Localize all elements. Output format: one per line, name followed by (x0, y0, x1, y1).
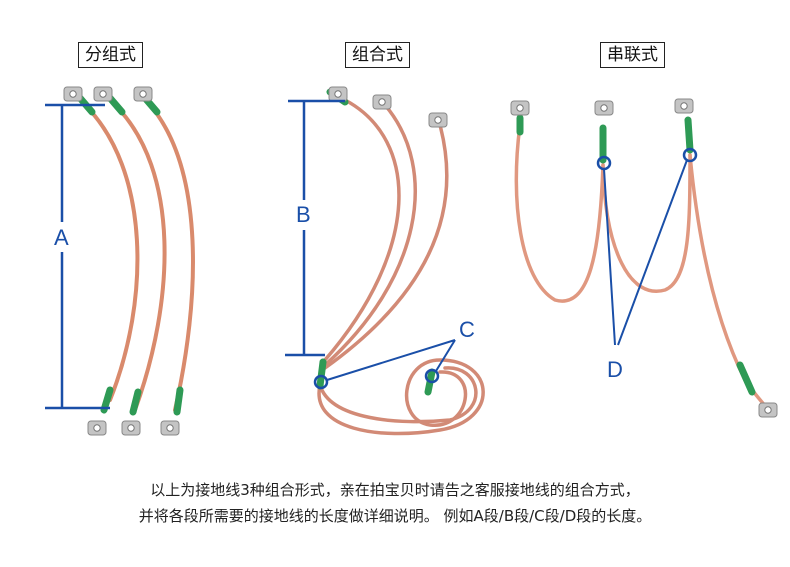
label-b: B (296, 202, 311, 227)
title-series: 串联式 (600, 42, 665, 68)
series-cables (514, 123, 770, 412)
caption-line-2: 并将各段所需要的接地线的长度做详细说明。 例如A段/B段/C段/D段的长度。 (138, 507, 652, 525)
combined-cables (317, 98, 485, 436)
separate-cables (83, 103, 195, 412)
title-combined: 组合式 (345, 42, 410, 68)
label-c: C (459, 317, 475, 342)
caption-line-1: 以上为接地线3种组合形式，亲在拍宝贝时请告之客服接地线的组合方式， (150, 481, 640, 499)
title-separate: 分组式 (78, 42, 143, 68)
dimension-markers (45, 99, 698, 410)
label-a: A (54, 225, 69, 250)
label-d: D (607, 357, 623, 382)
